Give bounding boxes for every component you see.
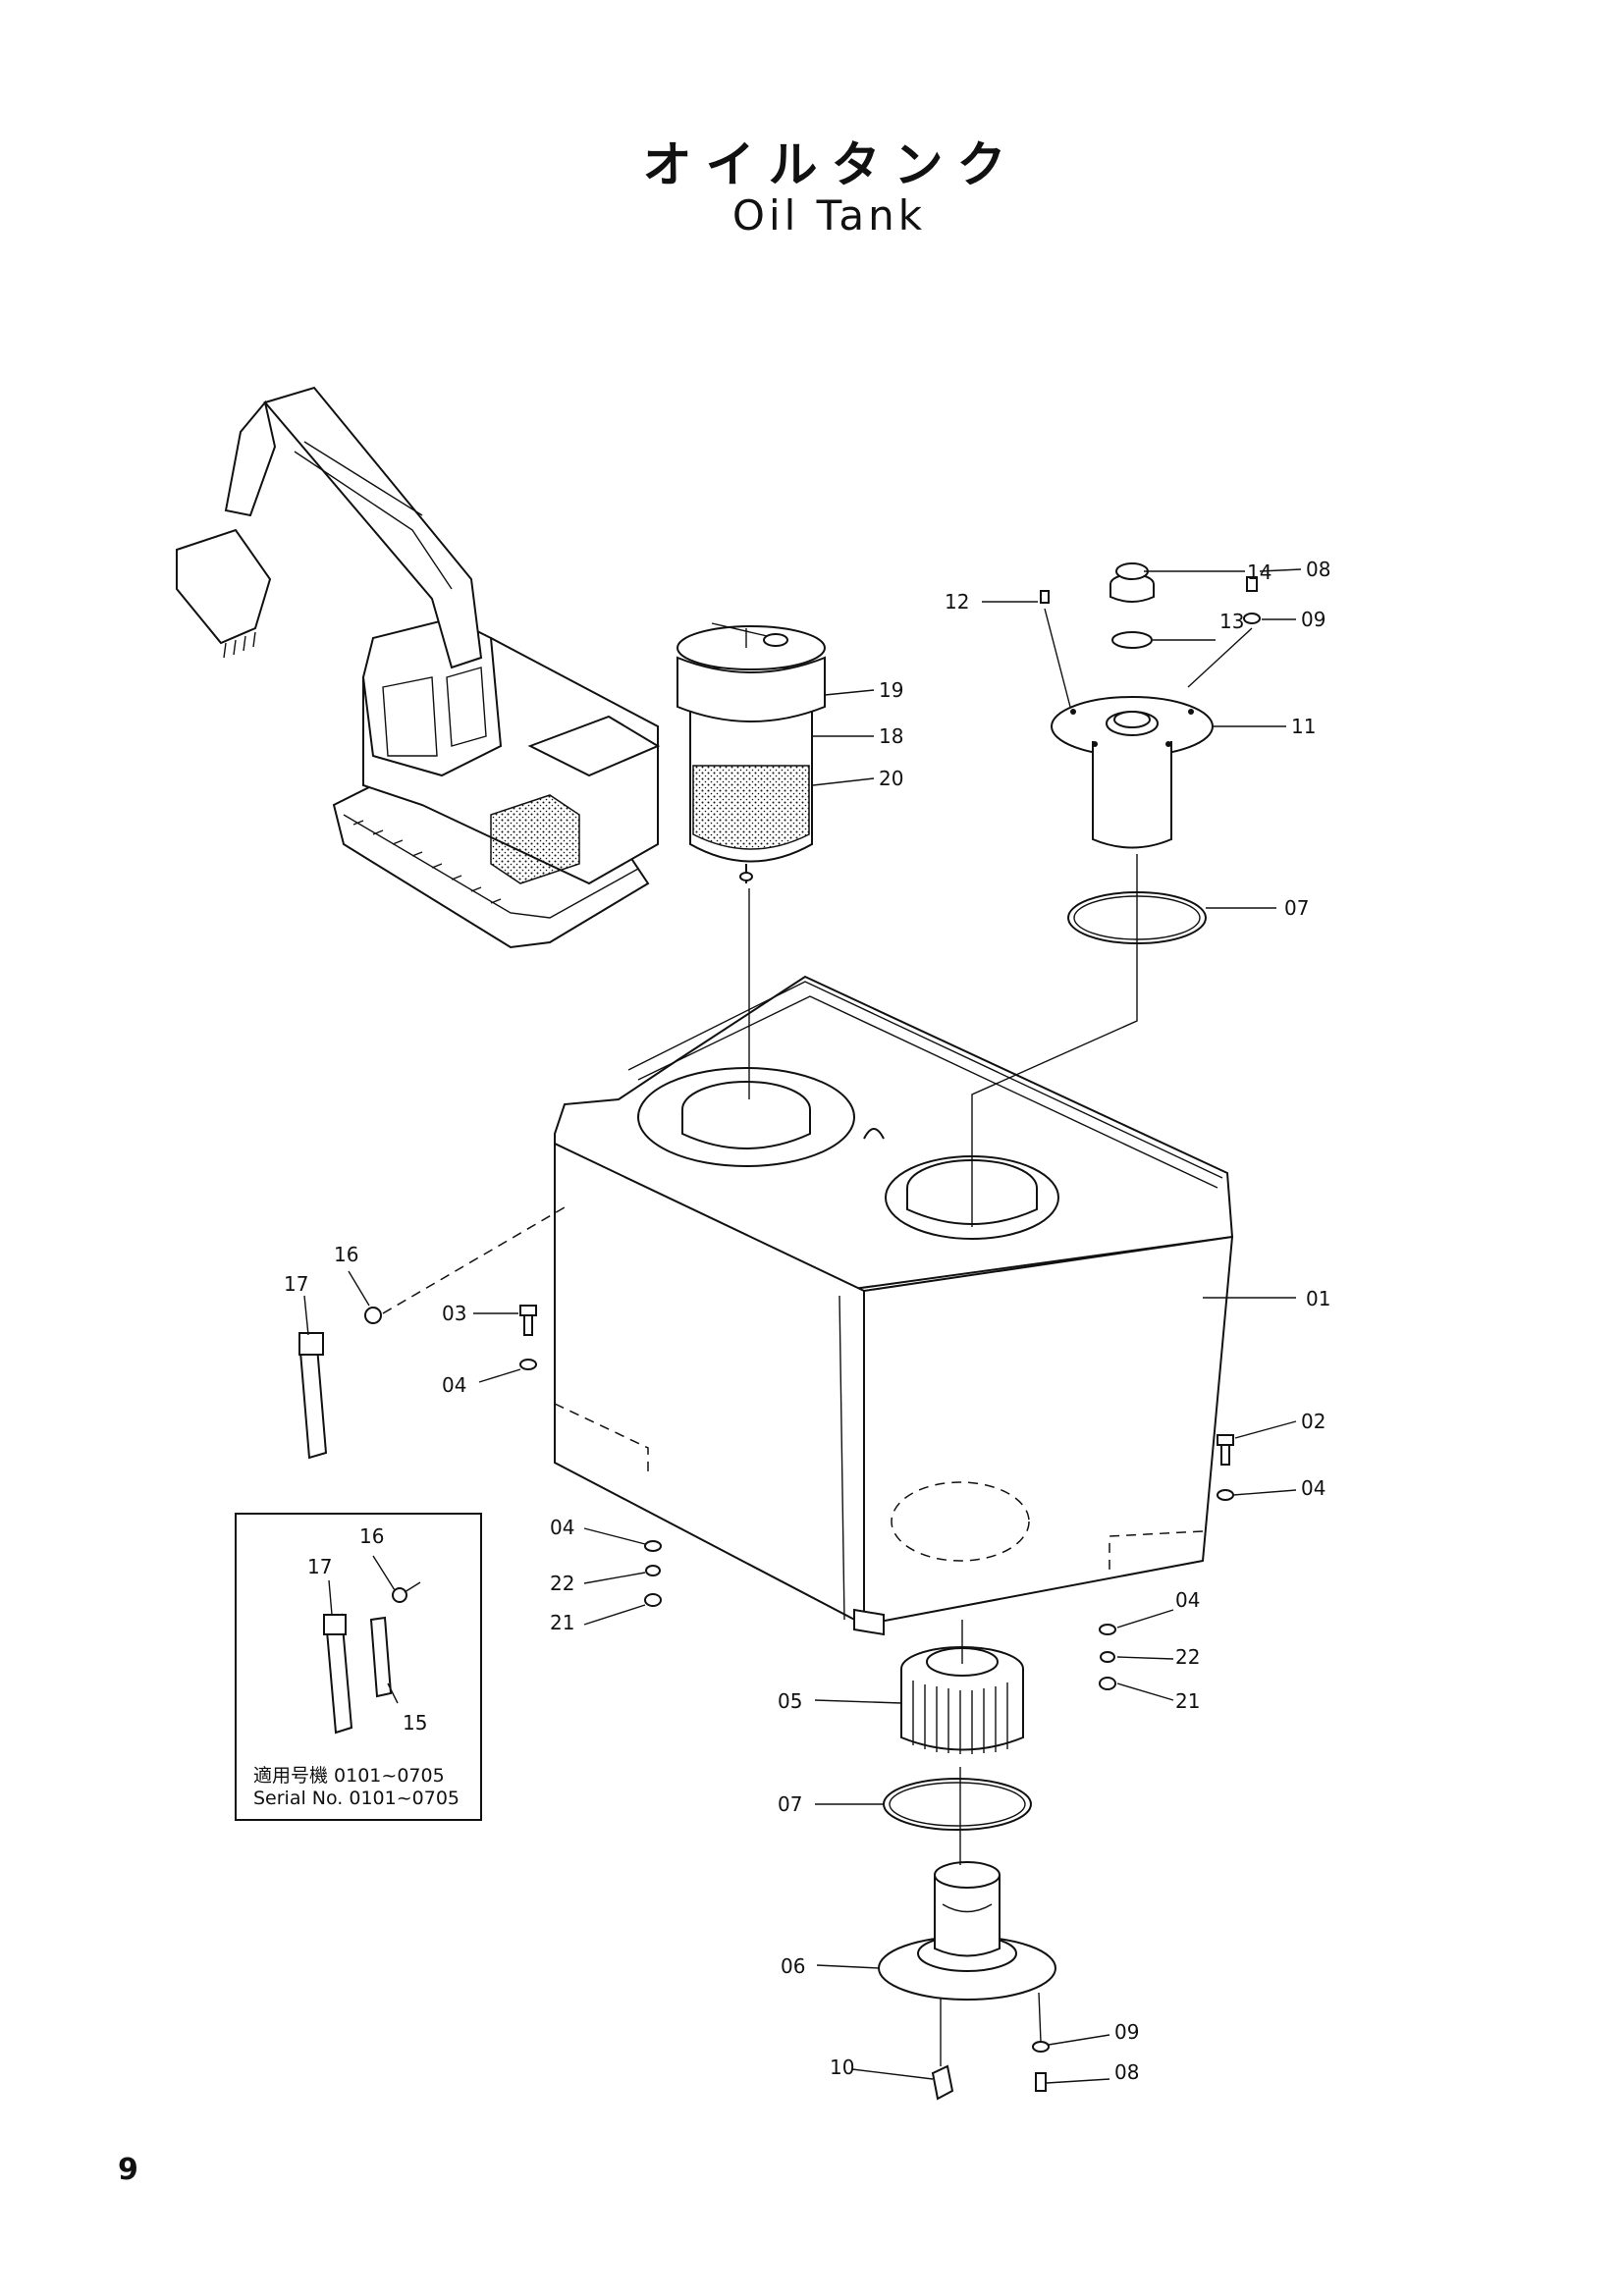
callout-04-center: 04 <box>550 1516 574 1539</box>
mounting-hardware-right <box>1099 1434 1234 1690</box>
callout-14: 14 <box>1247 561 1271 584</box>
callout-11: 11 <box>1291 715 1316 738</box>
axis-line-cover <box>971 854 1138 1227</box>
callout-16-inset: 16 <box>359 1524 384 1548</box>
page-number: 9 <box>118 2153 138 2187</box>
title-japanese: オイルタンク <box>642 136 1020 193</box>
callout-13: 13 <box>1219 610 1244 633</box>
oil-tank-body <box>554 975 1234 1636</box>
callout-04-right-lower: 04 <box>1175 1588 1200 1612</box>
callout-22-center: 22 <box>550 1572 574 1595</box>
callout-15: 15 <box>403 1711 427 1735</box>
inset-box <box>235 1513 482 1821</box>
title-english: Oil Tank <box>731 191 927 240</box>
excavator-illustration <box>176 386 661 949</box>
axis-line-strainer <box>959 1620 963 1865</box>
level-gauge <box>298 1206 566 1460</box>
callout-02: 02 <box>1301 1410 1325 1433</box>
mounting-hardware-left <box>519 1305 662 1607</box>
callout-09-top: 09 <box>1301 608 1325 631</box>
callout-labels: 01 02 03 04 04 04 04 05 06 07 07 08 08 0… <box>253 558 1330 2084</box>
callout-17-main: 17 <box>284 1272 308 1296</box>
callout-12: 12 <box>945 590 969 614</box>
inset-serial-japanese: 適用号機 0101~0705 <box>253 1765 445 1787</box>
callout-08-bottom: 08 <box>1114 2060 1139 2084</box>
filter-cover-assembly <box>1040 562 1261 944</box>
callout-05: 05 <box>778 1689 802 1713</box>
callout-10: 10 <box>830 2056 854 2079</box>
callout-07-top: 07 <box>1284 896 1309 920</box>
callout-03: 03 <box>442 1302 466 1325</box>
callout-17-inset: 17 <box>307 1555 332 1578</box>
callout-04-right-upper: 04 <box>1301 1476 1325 1500</box>
callout-08-top: 08 <box>1306 558 1330 581</box>
callout-21-center: 21 <box>550 1611 574 1634</box>
callout-09-bottom: 09 <box>1114 2020 1139 2044</box>
callout-01: 01 <box>1306 1287 1330 1310</box>
callout-07-bottom: 07 <box>778 1792 802 1816</box>
suction-strainer-assembly <box>878 1646 1056 2101</box>
leader-lines <box>303 568 1302 2084</box>
callout-20: 20 <box>879 767 903 790</box>
callout-18: 18 <box>879 724 903 748</box>
inset-serial-english: Serial No. 0101~0705 <box>253 1788 460 1809</box>
callout-19: 19 <box>879 678 903 702</box>
callout-16-main: 16 <box>334 1243 358 1266</box>
callout-04-left: 04 <box>442 1373 466 1397</box>
callout-21-right: 21 <box>1175 1689 1200 1713</box>
callout-06: 06 <box>781 1954 805 1978</box>
air-breather-assembly <box>676 622 826 883</box>
callout-22-right: 22 <box>1175 1645 1200 1669</box>
